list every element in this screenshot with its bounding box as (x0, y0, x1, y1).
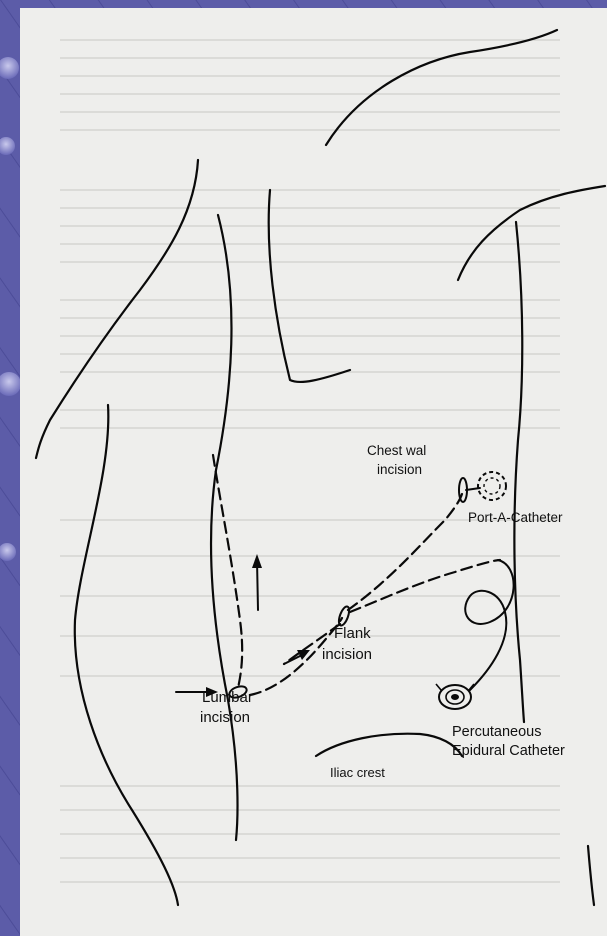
label-chest-wall-incision-line2: incision (377, 462, 422, 477)
label-chest-wall-incision-line1: Chest wal (367, 443, 426, 458)
label-flank-incision-line2: incision (322, 646, 372, 663)
label-lumbar-incision-line1: Lumbar (202, 689, 253, 706)
label-iliac-crest: Iliac crest (330, 765, 385, 780)
flank-contour-right (514, 222, 524, 722)
flank-incision-marker (337, 605, 351, 627)
diagram-labels: Chest wal incision Port-A-Catheter Flank… (200, 443, 565, 780)
label-percutaneous-line2: Epidural Catheter (452, 743, 565, 759)
back-contour-left (36, 160, 198, 458)
scanned-figure-page: Chest wal incision Port-A-Catheter Flank… (20, 8, 607, 936)
epidural-catheter-hub (436, 684, 474, 709)
label-port-a-catheter: Port-A-Catheter (468, 510, 563, 525)
label-flank-incision-line1: Flank (334, 625, 371, 642)
incision-markers (228, 478, 467, 700)
catheter-placement-diagram: Chest wal incision Port-A-Catheter Flank… (20, 8, 607, 936)
catheter-spinal-segment (213, 455, 242, 688)
label-percutaneous-line1: Percutaneous (452, 724, 541, 740)
scapula-contour (269, 190, 350, 382)
label-lumbar-incision-line2: incision (200, 709, 250, 726)
abdomen-contour-right (588, 846, 594, 905)
back-contour-lower-left (75, 405, 178, 905)
chest-contour (458, 186, 605, 280)
port-a-catheter-device (466, 472, 506, 500)
catheter-flank-to-port (348, 494, 462, 610)
epidural-coil-line (465, 560, 513, 690)
shoulder-contour (326, 30, 557, 145)
body-outline (36, 30, 605, 905)
catheter-flank-to-epidural (350, 560, 500, 612)
iliac-crest-contour (316, 734, 462, 756)
